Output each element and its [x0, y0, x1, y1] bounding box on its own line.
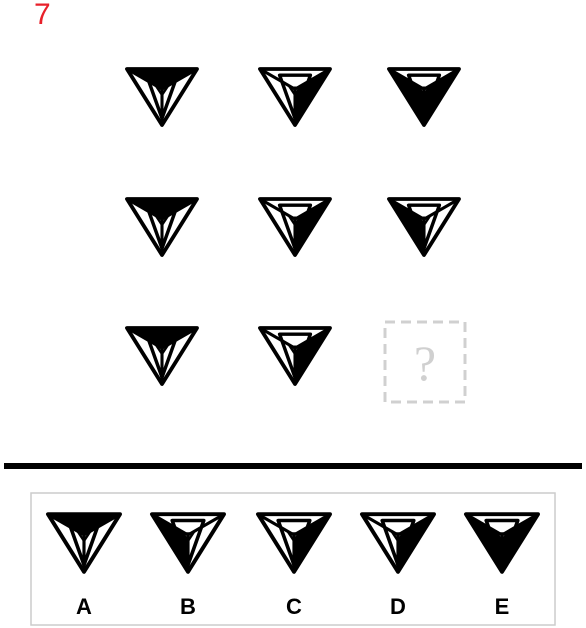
- figure-r1-c3: [387, 67, 461, 127]
- figure-r2-c1: [125, 197, 199, 257]
- question-mark: ?: [414, 335, 436, 391]
- figure-r3-c2: [258, 326, 332, 386]
- answer-options: [46, 512, 540, 574]
- placeholder-border: [383, 320, 467, 404]
- option-label-a[interactable]: A: [76, 594, 92, 619]
- option-label-d[interactable]: D: [390, 594, 406, 619]
- figure-r1-c2: [258, 67, 332, 127]
- option-label-e[interactable]: E: [494, 594, 510, 619]
- figure-r2-c3: [387, 197, 461, 257]
- figure-r3-c1: [125, 326, 199, 386]
- option-figure-c: [256, 512, 332, 574]
- option-label-b[interactable]: B: [180, 594, 196, 619]
- option-figure-b: [150, 512, 226, 574]
- option-label-c[interactable]: C: [286, 594, 302, 619]
- option-figure-d: [360, 512, 436, 574]
- question-number: 7: [34, 0, 51, 31]
- figure-matrix: [125, 67, 461, 386]
- figure-r2-c2: [258, 197, 332, 257]
- option-figure-e: [464, 512, 540, 574]
- options-box: [30, 492, 556, 626]
- option-figure-a: [46, 512, 122, 574]
- placeholder-box[interactable]: ?: [383, 320, 467, 404]
- figure-r1-c1: [125, 67, 199, 127]
